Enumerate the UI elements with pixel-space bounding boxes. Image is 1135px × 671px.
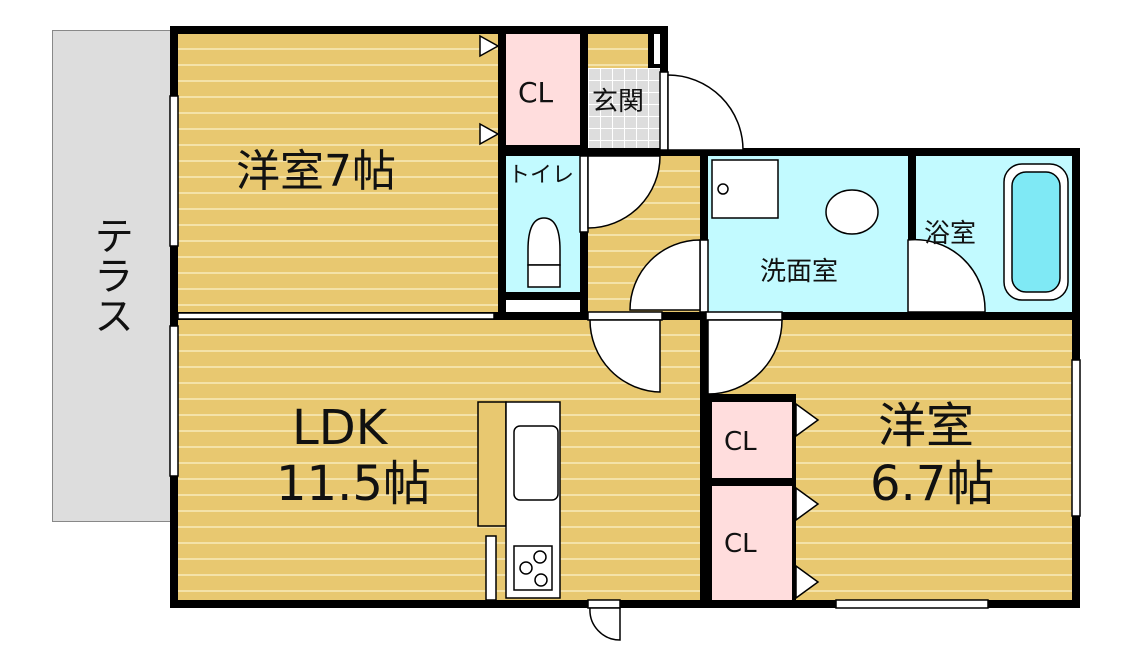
burner-icon [519,561,533,575]
window [169,325,179,477]
window [835,599,989,609]
bathroom-label: 浴室 [924,219,977,249]
toilet-door-swing [587,155,661,229]
washroom-door-swing [629,239,701,311]
ldk-size-label: 11.5帖 [276,456,431,512]
window [1071,359,1081,517]
bathtub-water [1011,171,1061,293]
entrance [588,68,660,148]
closet-1-label: CL [518,76,554,109]
pillar-gap [485,535,497,601]
closet-door-icon[interactable] [795,402,820,438]
room-door[interactable] [705,311,783,321]
closet-door-icon[interactable] [479,34,500,58]
entrance-step [588,34,648,68]
burner-icon [534,573,548,587]
closet-door-icon[interactable] [479,122,500,146]
terrace-label: テラス [87,215,133,335]
closet-1 [506,34,580,145]
kitchen-counter [477,401,507,527]
ldk-label: LDK [292,400,388,456]
western-room-6-7-label: 洋室 [878,398,975,454]
closet-3-label: CL [724,529,757,559]
entrance-label: 玄関 [592,87,645,117]
ldk-door-swing [589,319,661,393]
washroom-door[interactable] [699,239,709,313]
terrace [52,30,172,522]
ldk-door[interactable] [587,311,663,321]
closet-3 [712,486,792,600]
western-room-6-7-size-label: 6.7帖 [870,456,995,512]
toilet-bowl-icon [527,217,561,266]
closet-door-icon[interactable] [795,486,820,522]
room-door-swing [707,319,783,395]
burner-icon [533,550,547,564]
washroom-label: 洗面室 [760,257,839,287]
western-room-7-label: 洋室7帖 [236,146,396,197]
kitchen-sink-icon [513,425,559,501]
shoe-box [654,34,660,64]
toilet-shelf [506,300,580,312]
closet-2-label: CL [724,427,757,457]
toilet-tank-icon [527,264,561,288]
entrance-door[interactable] [659,71,669,151]
western-room-7 [178,34,498,312]
window [169,95,179,247]
back-door[interactable] [587,599,621,609]
toilet-label: トイレ [508,163,575,188]
sink-icon [825,189,879,235]
toilet-door[interactable] [579,155,589,233]
entrance-door-swing [667,74,744,151]
closet-door-icon[interactable] [795,564,820,600]
drain-icon [717,183,729,195]
bathroom-door-swing [907,238,986,313]
back-door-swing [589,607,621,641]
sliding-window [177,312,495,320]
closet-2 [712,402,792,478]
